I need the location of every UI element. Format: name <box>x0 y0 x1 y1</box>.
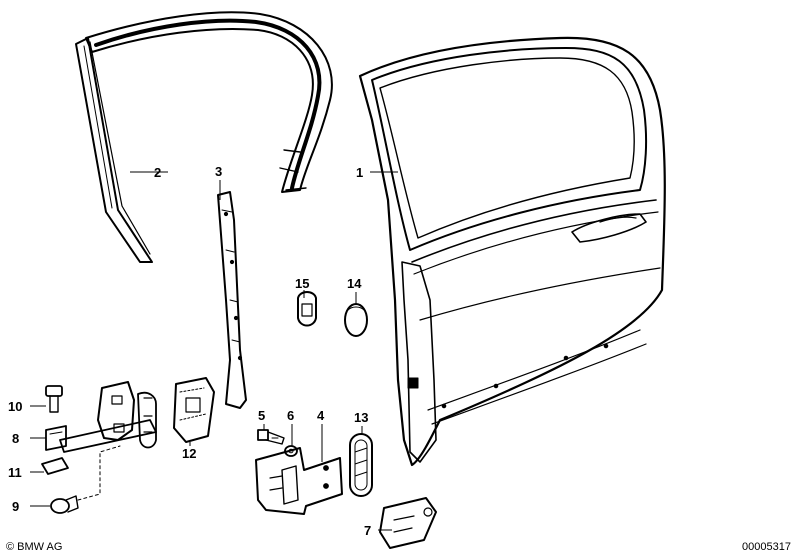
callout-15: 15 <box>295 276 309 291</box>
oval-plug <box>344 303 368 337</box>
leader-lines <box>30 171 398 531</box>
callout-2: 2 <box>154 165 161 180</box>
hinge-bolt <box>257 429 285 445</box>
window-frame-seal <box>85 11 333 193</box>
callout-12: 12 <box>182 446 196 461</box>
callout-10: 10 <box>8 399 22 414</box>
callout-4: 4 <box>317 408 325 423</box>
rear-door <box>358 36 666 467</box>
door-check-strap <box>59 381 157 453</box>
check-bushing <box>45 425 67 451</box>
elongated-grommet <box>349 433 373 497</box>
callout-3: 3 <box>215 164 222 179</box>
callout-11: 11 <box>8 465 22 480</box>
check-screw <box>45 385 63 413</box>
grommet-small <box>297 291 317 327</box>
door-hinge <box>255 447 343 515</box>
callouts: 1 2 3 4 5 6 7 8 9 10 11 12 13 14 15 <box>8 164 371 538</box>
check-clip <box>41 457 69 475</box>
callout-5: 5 <box>258 408 265 423</box>
check-pin <box>50 445 121 514</box>
hinge-washer <box>284 445 298 457</box>
diagram-id: 00005317 <box>742 541 791 553</box>
pillar-trim-strip <box>217 191 247 409</box>
callout-7: 7 <box>364 523 371 538</box>
callout-9: 9 <box>12 499 19 514</box>
callout-14: 14 <box>347 276 362 291</box>
callout-8: 8 <box>12 431 19 446</box>
shim-plate <box>379 497 437 549</box>
copyright-text: © BMW AG <box>6 541 63 553</box>
callout-6: 6 <box>287 408 294 423</box>
check-plate <box>173 377 215 443</box>
window-guide-rail <box>75 37 153 263</box>
callout-13: 13 <box>354 410 368 425</box>
callout-1: 1 <box>356 165 363 180</box>
